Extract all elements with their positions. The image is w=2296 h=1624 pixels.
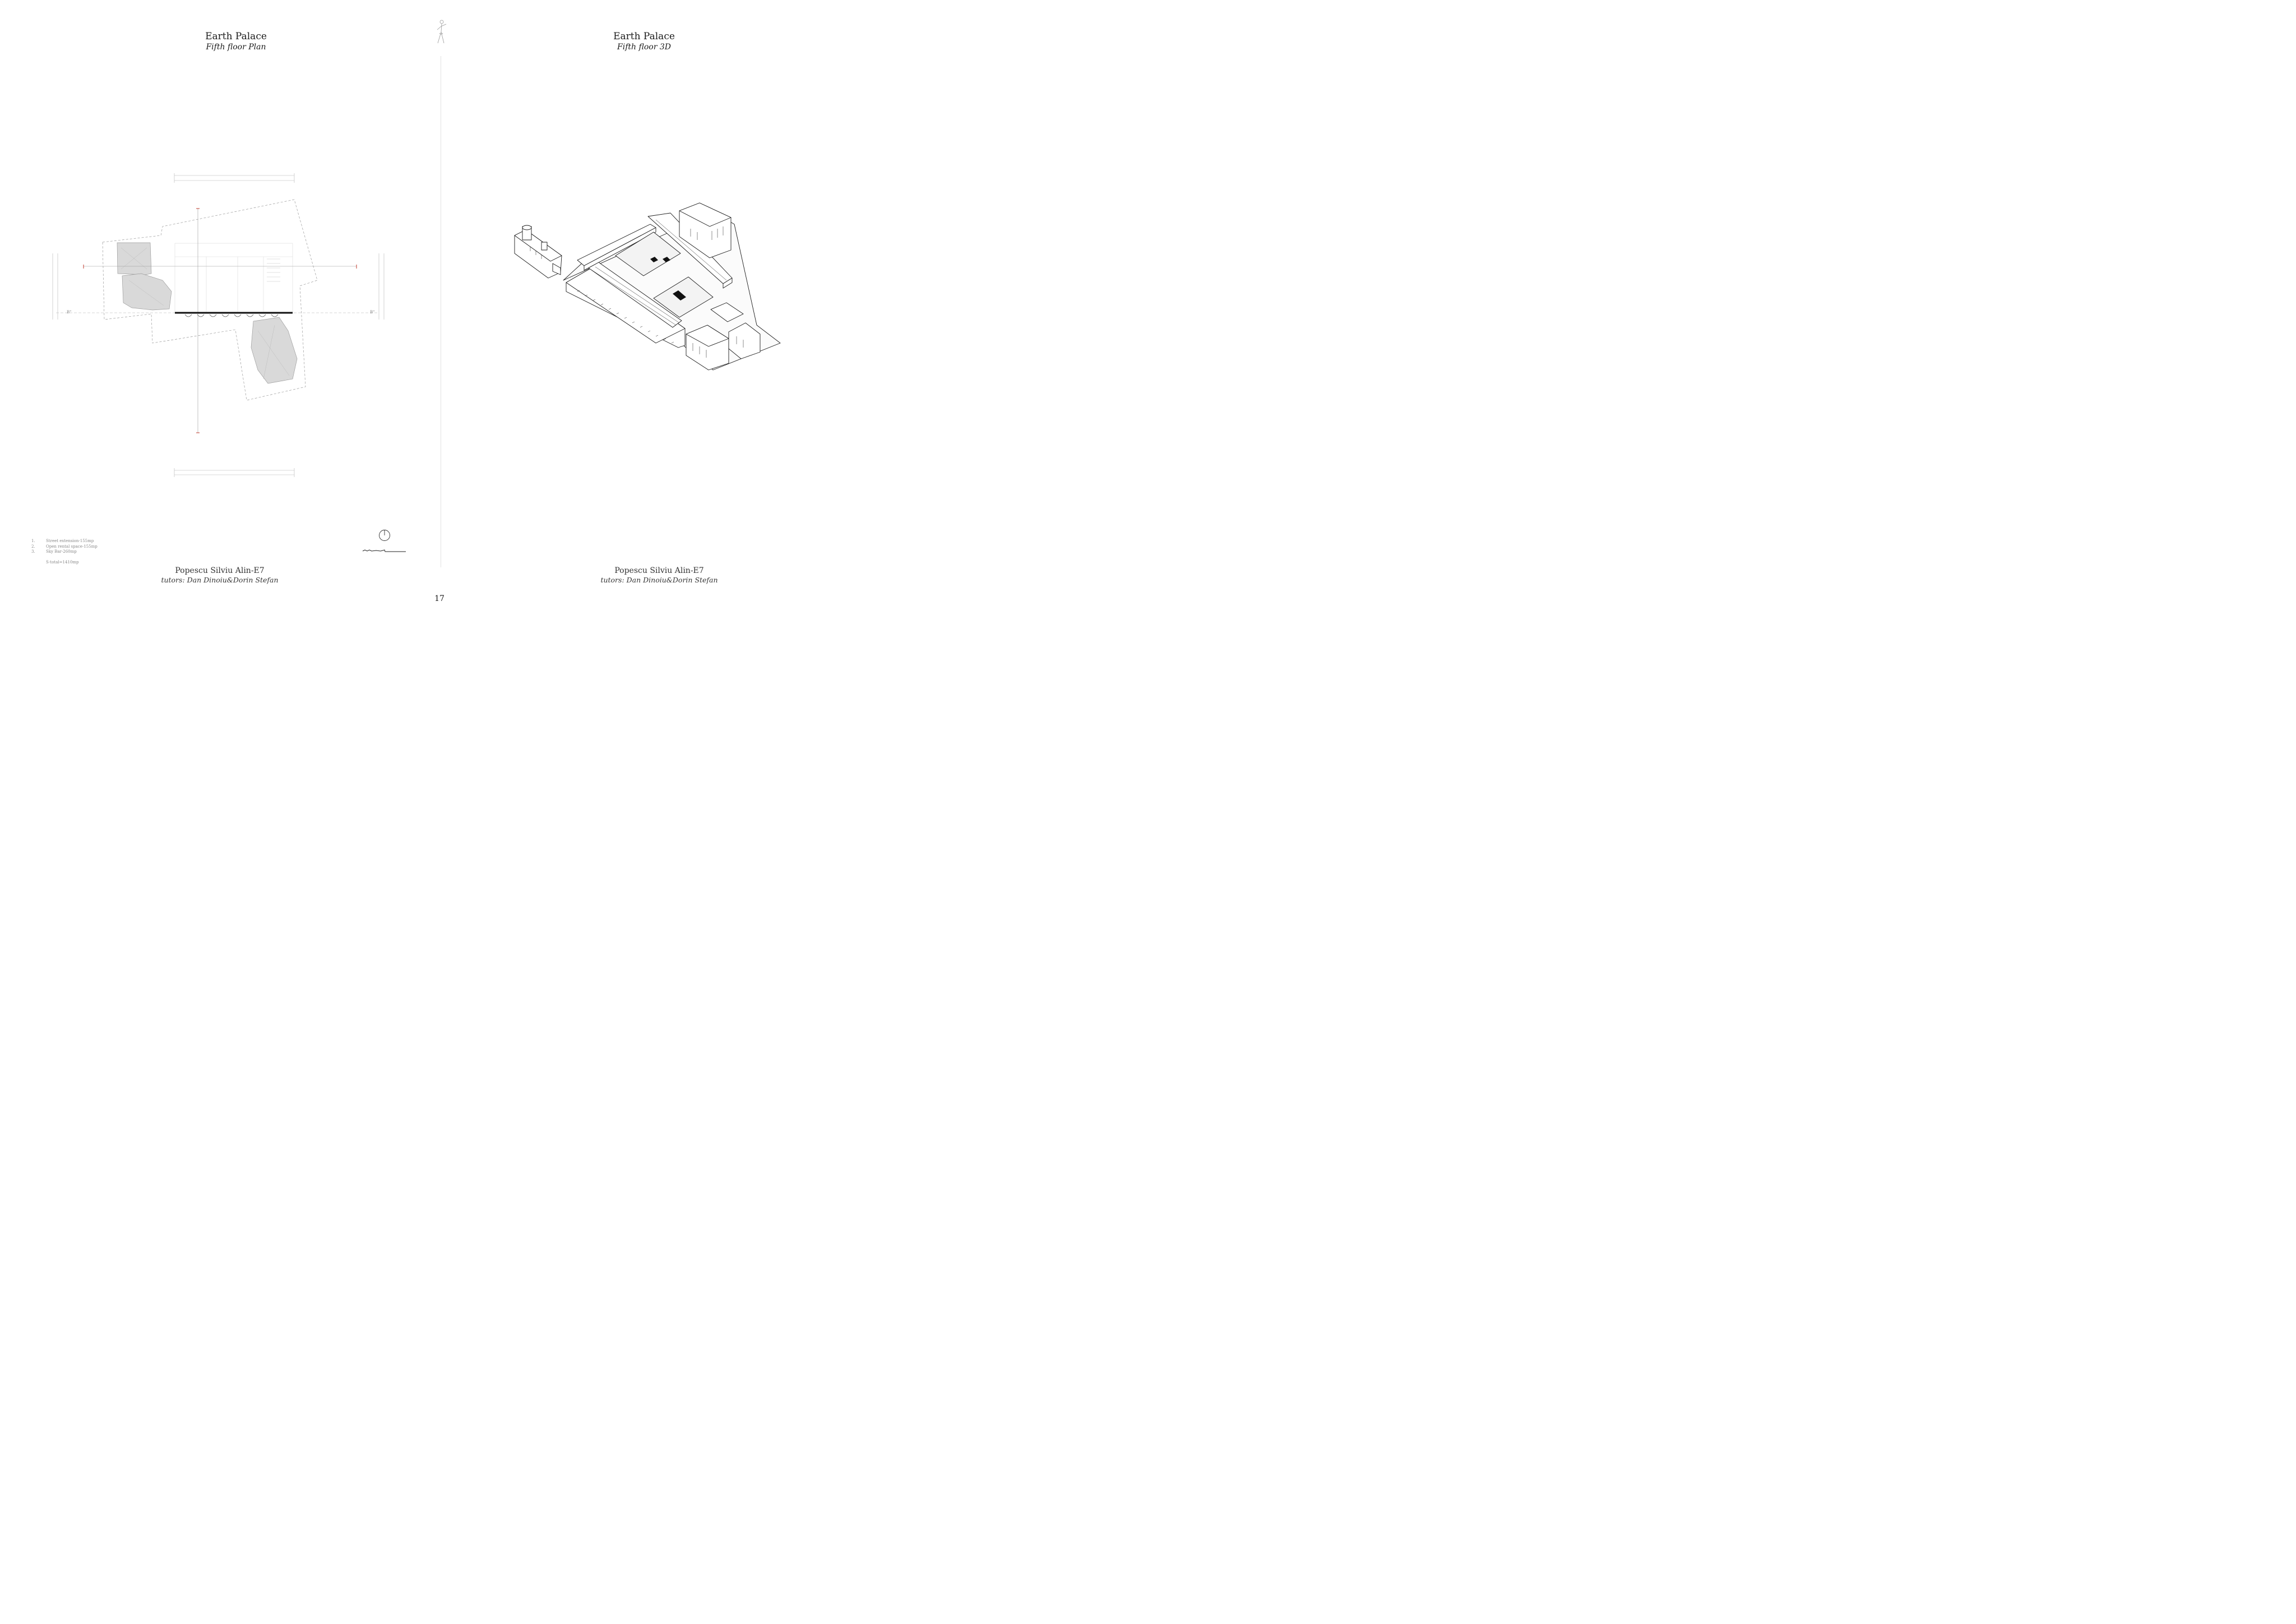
legend-item: 1.Street extension-155mp	[31, 539, 94, 543]
right-page-subtitle: Fifth floor 3D	[617, 43, 671, 52]
fifth-floor-plan-drawing	[52, 173, 385, 477]
left-page-subtitle: Fifth floor Plan	[206, 43, 266, 52]
right-page-title: Earth Palace	[613, 31, 675, 42]
legend-total: S-total=1410mp	[46, 559, 79, 565]
right-page-tutors: tutors: Dan Dinoiu&Dorin Stefan	[600, 576, 718, 584]
left-page-tutors: tutors: Dan Dinoiu&Dorin Stefan	[161, 576, 279, 584]
scale-bar	[362, 549, 406, 552]
right-page-author: Popescu Silviu Alin-E7	[614, 566, 704, 575]
figure-logo	[437, 20, 447, 44]
north-arrow-icon	[379, 530, 390, 541]
fifth-floor-3d-drawing	[514, 202, 781, 371]
legend-item: 2.Open rental space-155mp	[31, 544, 98, 549]
left-page-author: Popescu Silviu Alin-E7	[175, 566, 265, 575]
legend-item: 3.Sky Bar-260mp	[31, 549, 77, 554]
left-page-title: Earth Palace	[205, 31, 267, 42]
section-label-left: B"	[67, 310, 72, 314]
page-number: 17	[434, 594, 445, 603]
section-label-right: B"	[370, 310, 375, 314]
area-legend: 1.Street extension-155mp 2.Open rental s…	[31, 539, 98, 565]
